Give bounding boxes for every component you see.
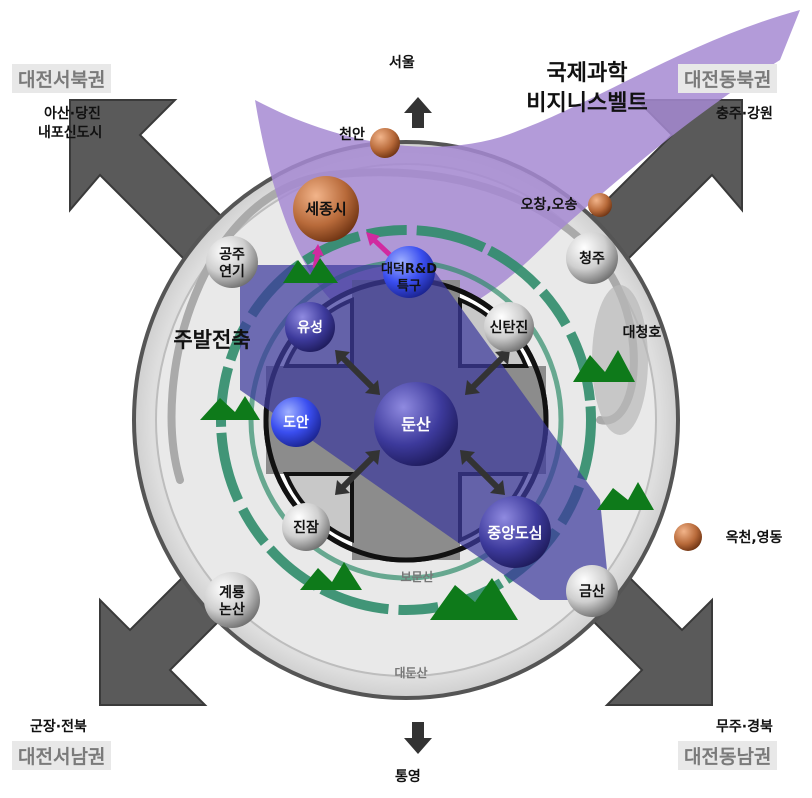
node-daedunsan-label: 대둔산 (394, 665, 427, 680)
region-label-nw: 대전서북권 (12, 64, 112, 93)
node-gongju-sphere (206, 236, 258, 288)
double-arrow-se-icon (460, 450, 505, 495)
node-gongju-label-1: 공주 (219, 247, 245, 263)
node-doan-label: 도안 (283, 414, 309, 431)
double-arrow-ne-icon (465, 350, 510, 395)
mountain-icon (430, 578, 518, 620)
node-osong-label: 오창,오송 (521, 196, 578, 213)
double-arrow-sw-icon (335, 450, 380, 495)
node-bomunsan-label: 보문산 (400, 569, 433, 584)
region-label-se: 대전동남권 (678, 741, 778, 770)
belt-label-line1: 국제과학 (547, 61, 628, 86)
axis-label: 주발전축 (173, 328, 250, 352)
node-yuseong-label: 유성 (297, 320, 323, 336)
external-asan-label-2: 내포신도시 (38, 125, 103, 141)
node-daedeok-sphere (383, 246, 435, 298)
node-sejong-sphere (293, 176, 359, 242)
node-daedeok-label-1: 대덕R&D (381, 261, 437, 277)
region-label-ne: 대전동북권 (678, 64, 778, 93)
node-doan-sphere (271, 397, 321, 447)
node-okcheon-label: 옥천,영동 (726, 529, 783, 546)
node-gyeryong-label-1: 계룡 (219, 585, 245, 601)
node-sintanjin-label: 신탄진 (490, 319, 529, 336)
node-jinjam-sphere (282, 503, 330, 551)
node-center-sphere (479, 496, 551, 568)
mountain-icon (300, 562, 362, 590)
node-geumsan-label: 금산 (579, 583, 605, 600)
science-belt-band (255, 10, 800, 331)
region-label-sw: 대전서남권 (12, 741, 112, 770)
node-gyeryong-sphere (204, 572, 260, 628)
node-yuseong-sphere (285, 302, 335, 352)
link-arrow-gongju-icon (312, 244, 324, 269)
node-dunsan-label: 둔산 (401, 415, 431, 434)
node-cheongju-label: 청주 (579, 251, 605, 267)
arrow-south-icon (404, 722, 432, 754)
external-chungju-label: 충주·강원 (716, 106, 773, 122)
node-daecheongho-label: 대청호 (623, 325, 662, 341)
node-gongju-label-2: 연기 (219, 264, 245, 280)
belt-label-line2: 비지니스벨트 (526, 91, 647, 116)
external-asan-label-1: 아산·당진 (44, 106, 101, 122)
node-cheongju-sphere (566, 232, 618, 284)
mountain-icon (573, 350, 635, 382)
node-sejong-label: 세종시 (305, 200, 346, 218)
external-muju-label: 무주·경북 (716, 719, 773, 735)
mountain-icon (200, 396, 260, 420)
node-okcheon-sphere (674, 523, 702, 551)
double-arrow-nw-icon (335, 350, 380, 395)
arrow-north-icon (404, 97, 432, 128)
node-sintanjin-sphere (484, 302, 534, 352)
node-jinjam-label: 진잠 (293, 519, 319, 536)
link-arrow-daedeok-sejong-icon (366, 232, 392, 257)
node-geumsan-sphere (566, 565, 618, 617)
external-seoul-label: 서울 (389, 55, 415, 71)
external-gunsan-label: 군장·전북 (30, 719, 87, 735)
node-dunsan-sphere (374, 382, 458, 466)
node-cheonan-label: 천안 (339, 126, 365, 143)
node-daedeok-label-2: 특구 (397, 279, 421, 294)
node-osong-sphere (588, 193, 612, 217)
node-cheonan-sphere (370, 128, 400, 158)
mountain-icon (283, 258, 338, 283)
mountain-icon (597, 482, 654, 510)
node-gyeryong-label-2: 논산 (219, 601, 245, 618)
external-tongyeong-label: 통영 (395, 769, 421, 785)
node-center-label: 중앙도심 (487, 524, 542, 542)
